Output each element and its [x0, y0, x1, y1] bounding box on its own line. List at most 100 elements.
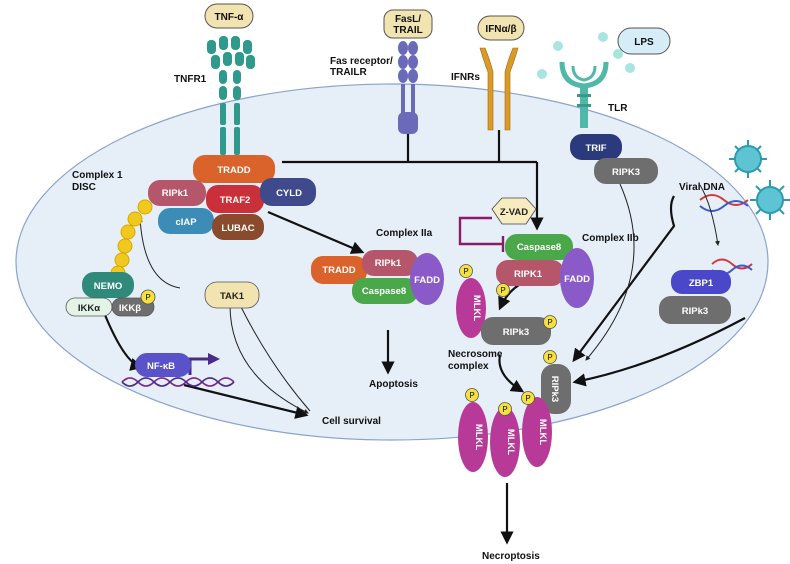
mlkl-1-phospho-label: P [469, 391, 474, 400]
cyld-box [260, 178, 316, 206]
zbp1-box [671, 270, 731, 294]
ifnrs-label: IFNRs [451, 72, 480, 83]
tnf-label: TNF-α [215, 12, 245, 23]
lps-particles [537, 32, 635, 79]
necrosome-ripk3-label: RIPk3 [549, 376, 560, 402]
fas-receptor-label-2: TRAILR [330, 67, 367, 78]
mlkl-2-box [490, 407, 520, 477]
tak1-box [204, 281, 260, 309]
ripk1-label: RIPk1 [162, 188, 189, 199]
ripk1-box [148, 180, 206, 206]
c2b-fadd-box [560, 248, 594, 308]
tlr-ripk3-box [594, 158, 658, 184]
nemo-box [82, 272, 134, 298]
c2b-mlkl-phospho-label: P [463, 267, 468, 276]
c2b-ripk1-label: RIPK1 [514, 269, 543, 280]
fasl-label-2: TRAIL [393, 25, 422, 36]
c2b-ripk3-box [481, 317, 551, 345]
c2b-ripk3-phospho [543, 315, 557, 329]
mlkl-3-box [522, 397, 552, 467]
c2b-ripk3-label: RIPk3 [503, 327, 529, 338]
c2b-mlkl-box [456, 278, 486, 338]
nfkb-dna [121, 377, 235, 387]
mlkl-2-phospho [498, 402, 512, 416]
necroptosis-label: Necroptosis [482, 551, 540, 562]
nfkb-box [135, 353, 191, 377]
mlkl-1-label: MLKL [473, 424, 484, 451]
complex2a-title: Complex IIa [376, 228, 433, 239]
zbp1-label: ZBP1 [689, 278, 714, 289]
fasl-ligand [383, 9, 433, 39]
c2b-fadd-label: FADD [564, 274, 590, 285]
c2a-caspase8-label: Caspase8 [362, 286, 406, 297]
complex1-title-1: Complex 1 [72, 170, 123, 181]
lps-label: LPS [634, 37, 654, 48]
nemo-label: NEMO [94, 281, 123, 292]
viral-dna-label: Viral DNA [679, 182, 725, 193]
apoptosis-label: Apoptosis [369, 379, 418, 390]
necrosome-title-1: Necrosome [448, 349, 503, 360]
necrosome-ripk3-box [541, 364, 571, 414]
tnf-ligand [204, 3, 254, 29]
c2b-mlkl-label: MLKL [471, 295, 482, 322]
fasl-label-1: FasL/ [395, 14, 421, 25]
mlkl-3-label: MLKL [537, 419, 548, 446]
ikkb-phospho-label: P [145, 293, 150, 302]
trif-box [570, 134, 622, 160]
c2b-ripk1-phospho [496, 283, 510, 297]
tlr-label: TLR [608, 103, 628, 114]
complex2b-title: Complex IIb [582, 233, 639, 244]
virus-icon [729, 140, 790, 220]
mlkl-1-box [458, 402, 488, 472]
c2b-caspase8-box [505, 234, 573, 260]
fas-receptor-label-1: Fas receptor/ [330, 56, 393, 67]
zvad-inhibition [458, 216, 505, 252]
complex1-title-2: DISC [72, 182, 96, 193]
c2a-fadd-box [410, 253, 444, 305]
cyld-label: CYLD [276, 188, 302, 199]
necrosome-ripk3-phospho [543, 350, 557, 364]
mlkl-2-label: MLKL [505, 429, 516, 456]
tnfr1-receptor [207, 36, 255, 155]
trif-label: TRIF [585, 143, 606, 154]
necrosome-ripk3-phospho-label: P [547, 353, 552, 362]
c2b-ripk3-phospho-label: P [547, 318, 552, 327]
c2a-ripk1-label: RIPk1 [375, 258, 402, 269]
c2b-mlkl-phospho [459, 264, 473, 278]
c2a-tradd-box [311, 256, 367, 284]
ifn-ligand [477, 15, 525, 41]
ikkb-label: IKKβ [119, 303, 141, 314]
zvad-hexagon [491, 197, 537, 225]
c2a-tradd-label: TRADD [322, 265, 355, 276]
ifnr-receptor [479, 47, 519, 131]
cell-survival-label: Cell survival [322, 416, 381, 427]
mlkl-1-phospho [465, 388, 479, 402]
lubac-box [212, 214, 264, 240]
c2a-ripk1-box [362, 250, 418, 276]
traf2-label: TRAF2 [220, 195, 251, 206]
tak1-label: TAK1 [220, 291, 245, 302]
c2a-fadd-label: FADD [414, 275, 440, 286]
mlkl-3-phospho-label: P [525, 394, 530, 403]
c2b-ripk1-box [496, 260, 564, 286]
lubac-label: LUBAC [221, 223, 254, 234]
ikka-label: IKKα [78, 303, 100, 314]
viral-ripk3-box [659, 296, 731, 324]
tnfr1-label: TNFR1 [174, 74, 207, 85]
viral-ripk3-label: RIPk3 [682, 306, 708, 317]
mlkl-2-phospho-label: P [502, 405, 507, 414]
fas-receptor [398, 41, 418, 134]
nfkb-label: NF-κB [147, 361, 175, 372]
ciap-label: cIAP [175, 217, 197, 228]
necrosome-title-2: complex [448, 361, 489, 372]
zvad-label: Z-VAD [500, 207, 528, 218]
c2b-ripk1-phospho-label: P [500, 286, 505, 295]
ifn-label: IFNα/β [485, 24, 516, 35]
tlr-receptor [559, 61, 609, 128]
tlr-ripk3-label: RIPK3 [612, 167, 640, 178]
traf2-box [206, 185, 264, 213]
ikkb-phospho [140, 289, 156, 305]
lps-ligand [617, 27, 671, 55]
c2a-caspase8-box [352, 278, 418, 304]
